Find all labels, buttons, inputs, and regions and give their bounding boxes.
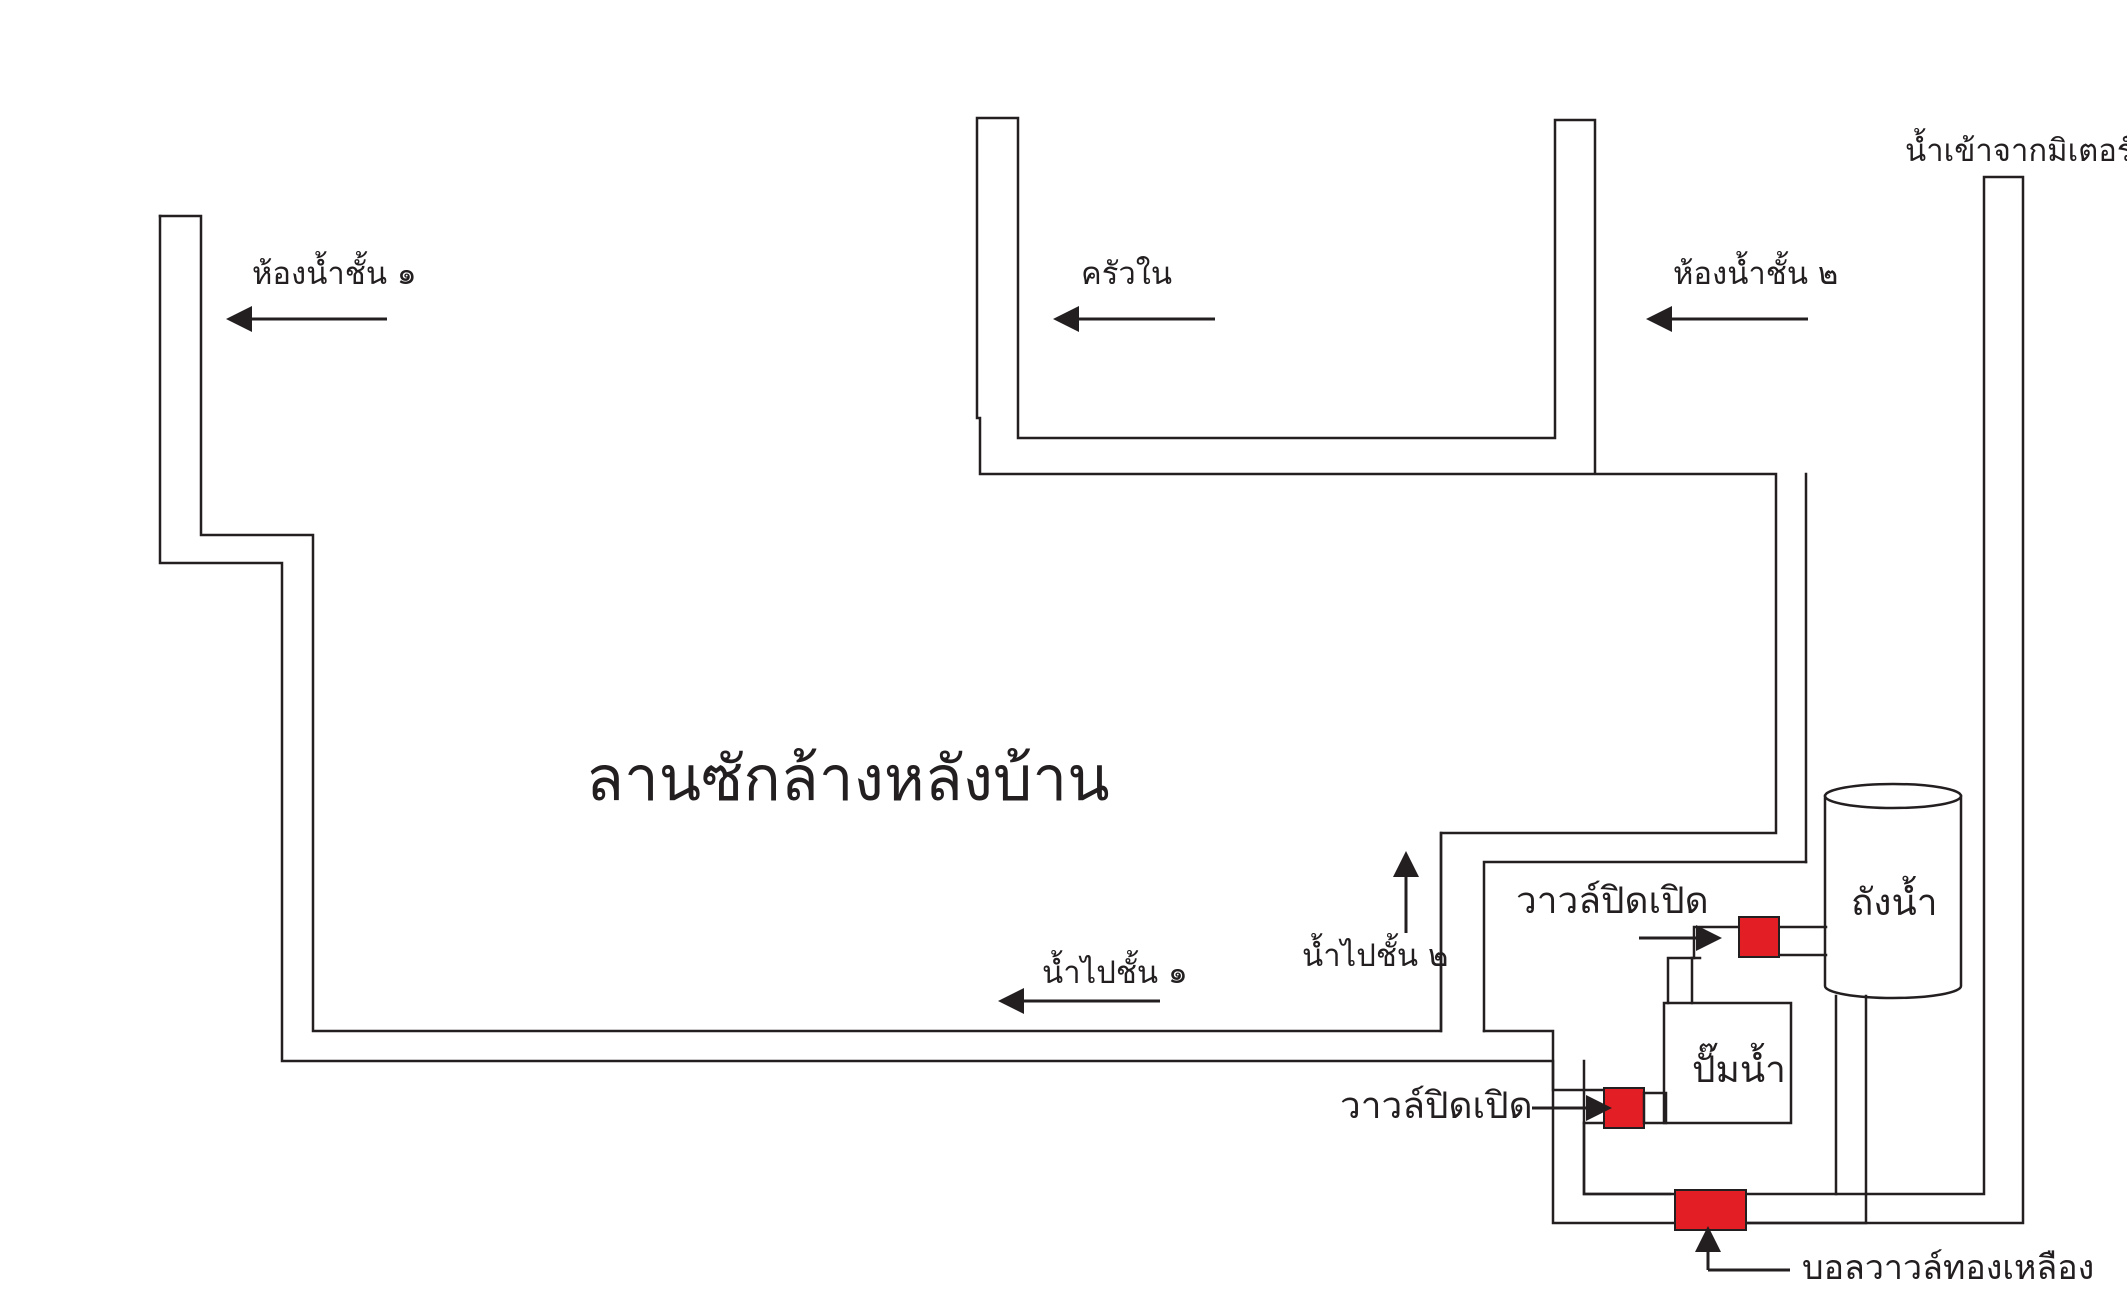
arrow-kitchen: [1053, 306, 1215, 332]
pipe-mid-horizontal: [1482, 860, 1808, 1033]
label-bathroom-floor1: ห้องน้ำชั้น ๑: [252, 251, 417, 292]
pipe-meter-inlet: [1744, 175, 2025, 1225]
arrow-water-to-floor1: [998, 988, 1160, 1014]
arrow-water-to-floor2: [1393, 851, 1419, 933]
arrow-bathroom-floor2: [1646, 306, 1808, 332]
label-water-to-floor1: น้ำไปชั้น ๑: [1042, 950, 1188, 991]
pipe-lower-connections: [1582, 1121, 1838, 1196]
label-valve-lower: วาวล์ปิดเปิด: [1340, 1084, 1533, 1127]
label-pump: ปั๊มน้ำ: [1692, 1042, 1786, 1091]
arrow-ball-valve: [1695, 1226, 1790, 1272]
label-valve-upper: วาวล์ปิดเปิด: [1516, 879, 1709, 922]
label-bathroom-floor2: ห้องน้ำชั้น ๒: [1673, 251, 1838, 292]
water-tank: [1823, 782, 1963, 1000]
pipe-outer-left-loop: [158, 116, 1778, 1033]
pipe-inner-left-loop: [158, 214, 1868, 1225]
label-tank: ถังน้ำ: [1851, 875, 1938, 924]
ball-valve: [1674, 1189, 1747, 1231]
label-meter-inlet: น้ำเข้าจากมิเตอร์: [1905, 128, 2127, 169]
arrow-valve-lower: [1532, 1095, 1612, 1121]
arrow-bathroom-floor1: [226, 306, 387, 332]
pipe-tank-outlet: [1834, 994, 1868, 1196]
valve-upper: [1738, 916, 1780, 958]
pipe-valve-to-tank: [1777, 925, 1828, 957]
label-ball-valve: บอลวาวล์ทองเหลือง: [1802, 1248, 2094, 1288]
arrow-valve-upper: [1639, 925, 1722, 951]
valve-lower-sleeve: [1642, 1091, 1668, 1125]
pipe-pump-loop-left: [1482, 1029, 1606, 1092]
area-label: ลานซักล้างหลังบ้าน: [586, 742, 1110, 815]
label-kitchen: ครัวใน: [1081, 256, 1172, 292]
label-water-to-floor2: น้ำไปชั้น ๒: [1302, 933, 1448, 974]
pipe-pump-to-upper-valve-inner: [1690, 956, 1702, 1005]
water-pump-box: [1662, 1001, 1793, 1125]
